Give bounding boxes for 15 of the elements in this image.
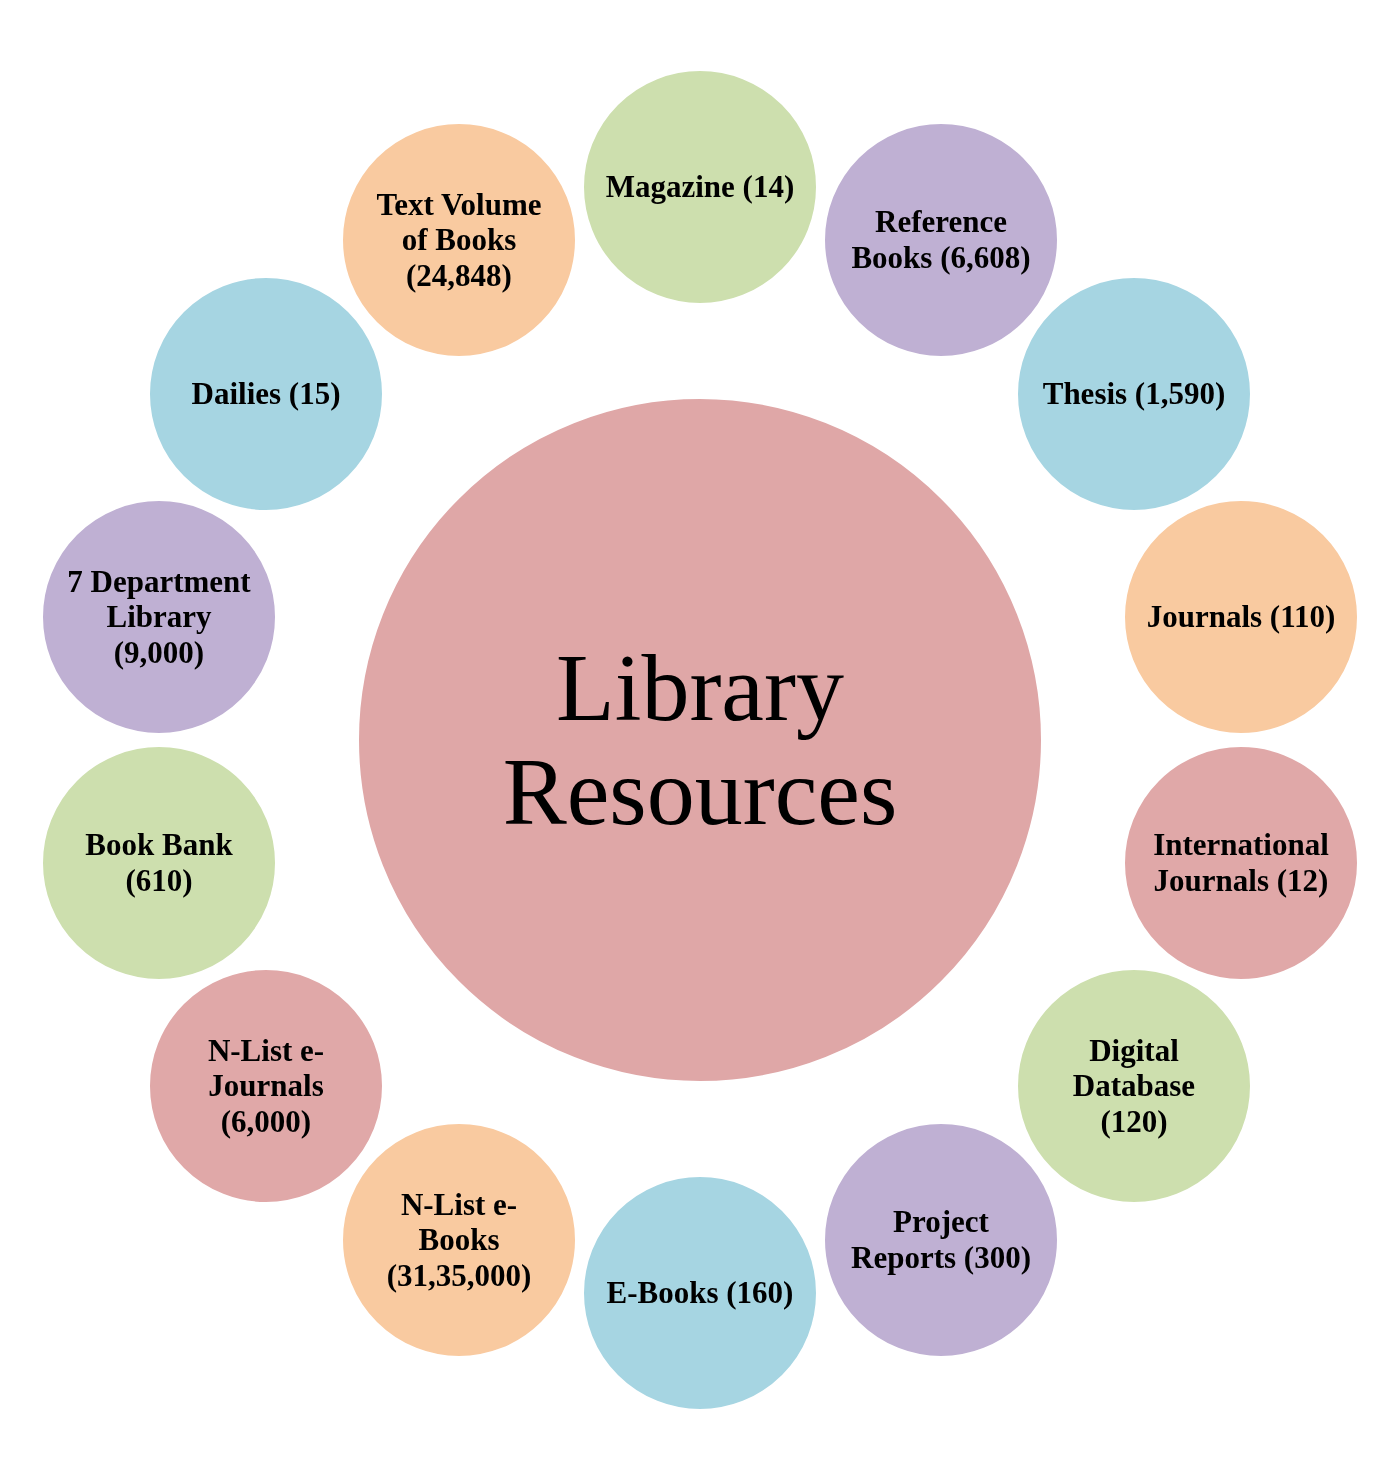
- category-label: Journals (110): [1145, 599, 1337, 635]
- category-label: Reference Books (6,608): [850, 204, 1032, 276]
- category-label: E-Books (160): [605, 1275, 795, 1311]
- category-label: Text Volume of Books (24,848): [375, 186, 543, 294]
- category-label: 7 Department Library (9,000): [66, 563, 252, 671]
- category-label: N-List e-Books (31,35,000): [385, 1186, 533, 1294]
- category-label: Project Reports (300): [850, 1204, 1032, 1276]
- category-label: Book Bank (610): [84, 827, 234, 899]
- category-label: Magazine (14): [604, 169, 796, 205]
- category-label: International Journals (12): [1152, 827, 1330, 899]
- category-label: Digital Database (120): [1071, 1032, 1197, 1140]
- center-title: Library Resources: [501, 636, 899, 844]
- category-label: Dailies (15): [190, 376, 342, 412]
- category-label: N-List e-Journals (6,000): [206, 1032, 326, 1140]
- category-label: Thesis (1,590): [1041, 376, 1227, 412]
